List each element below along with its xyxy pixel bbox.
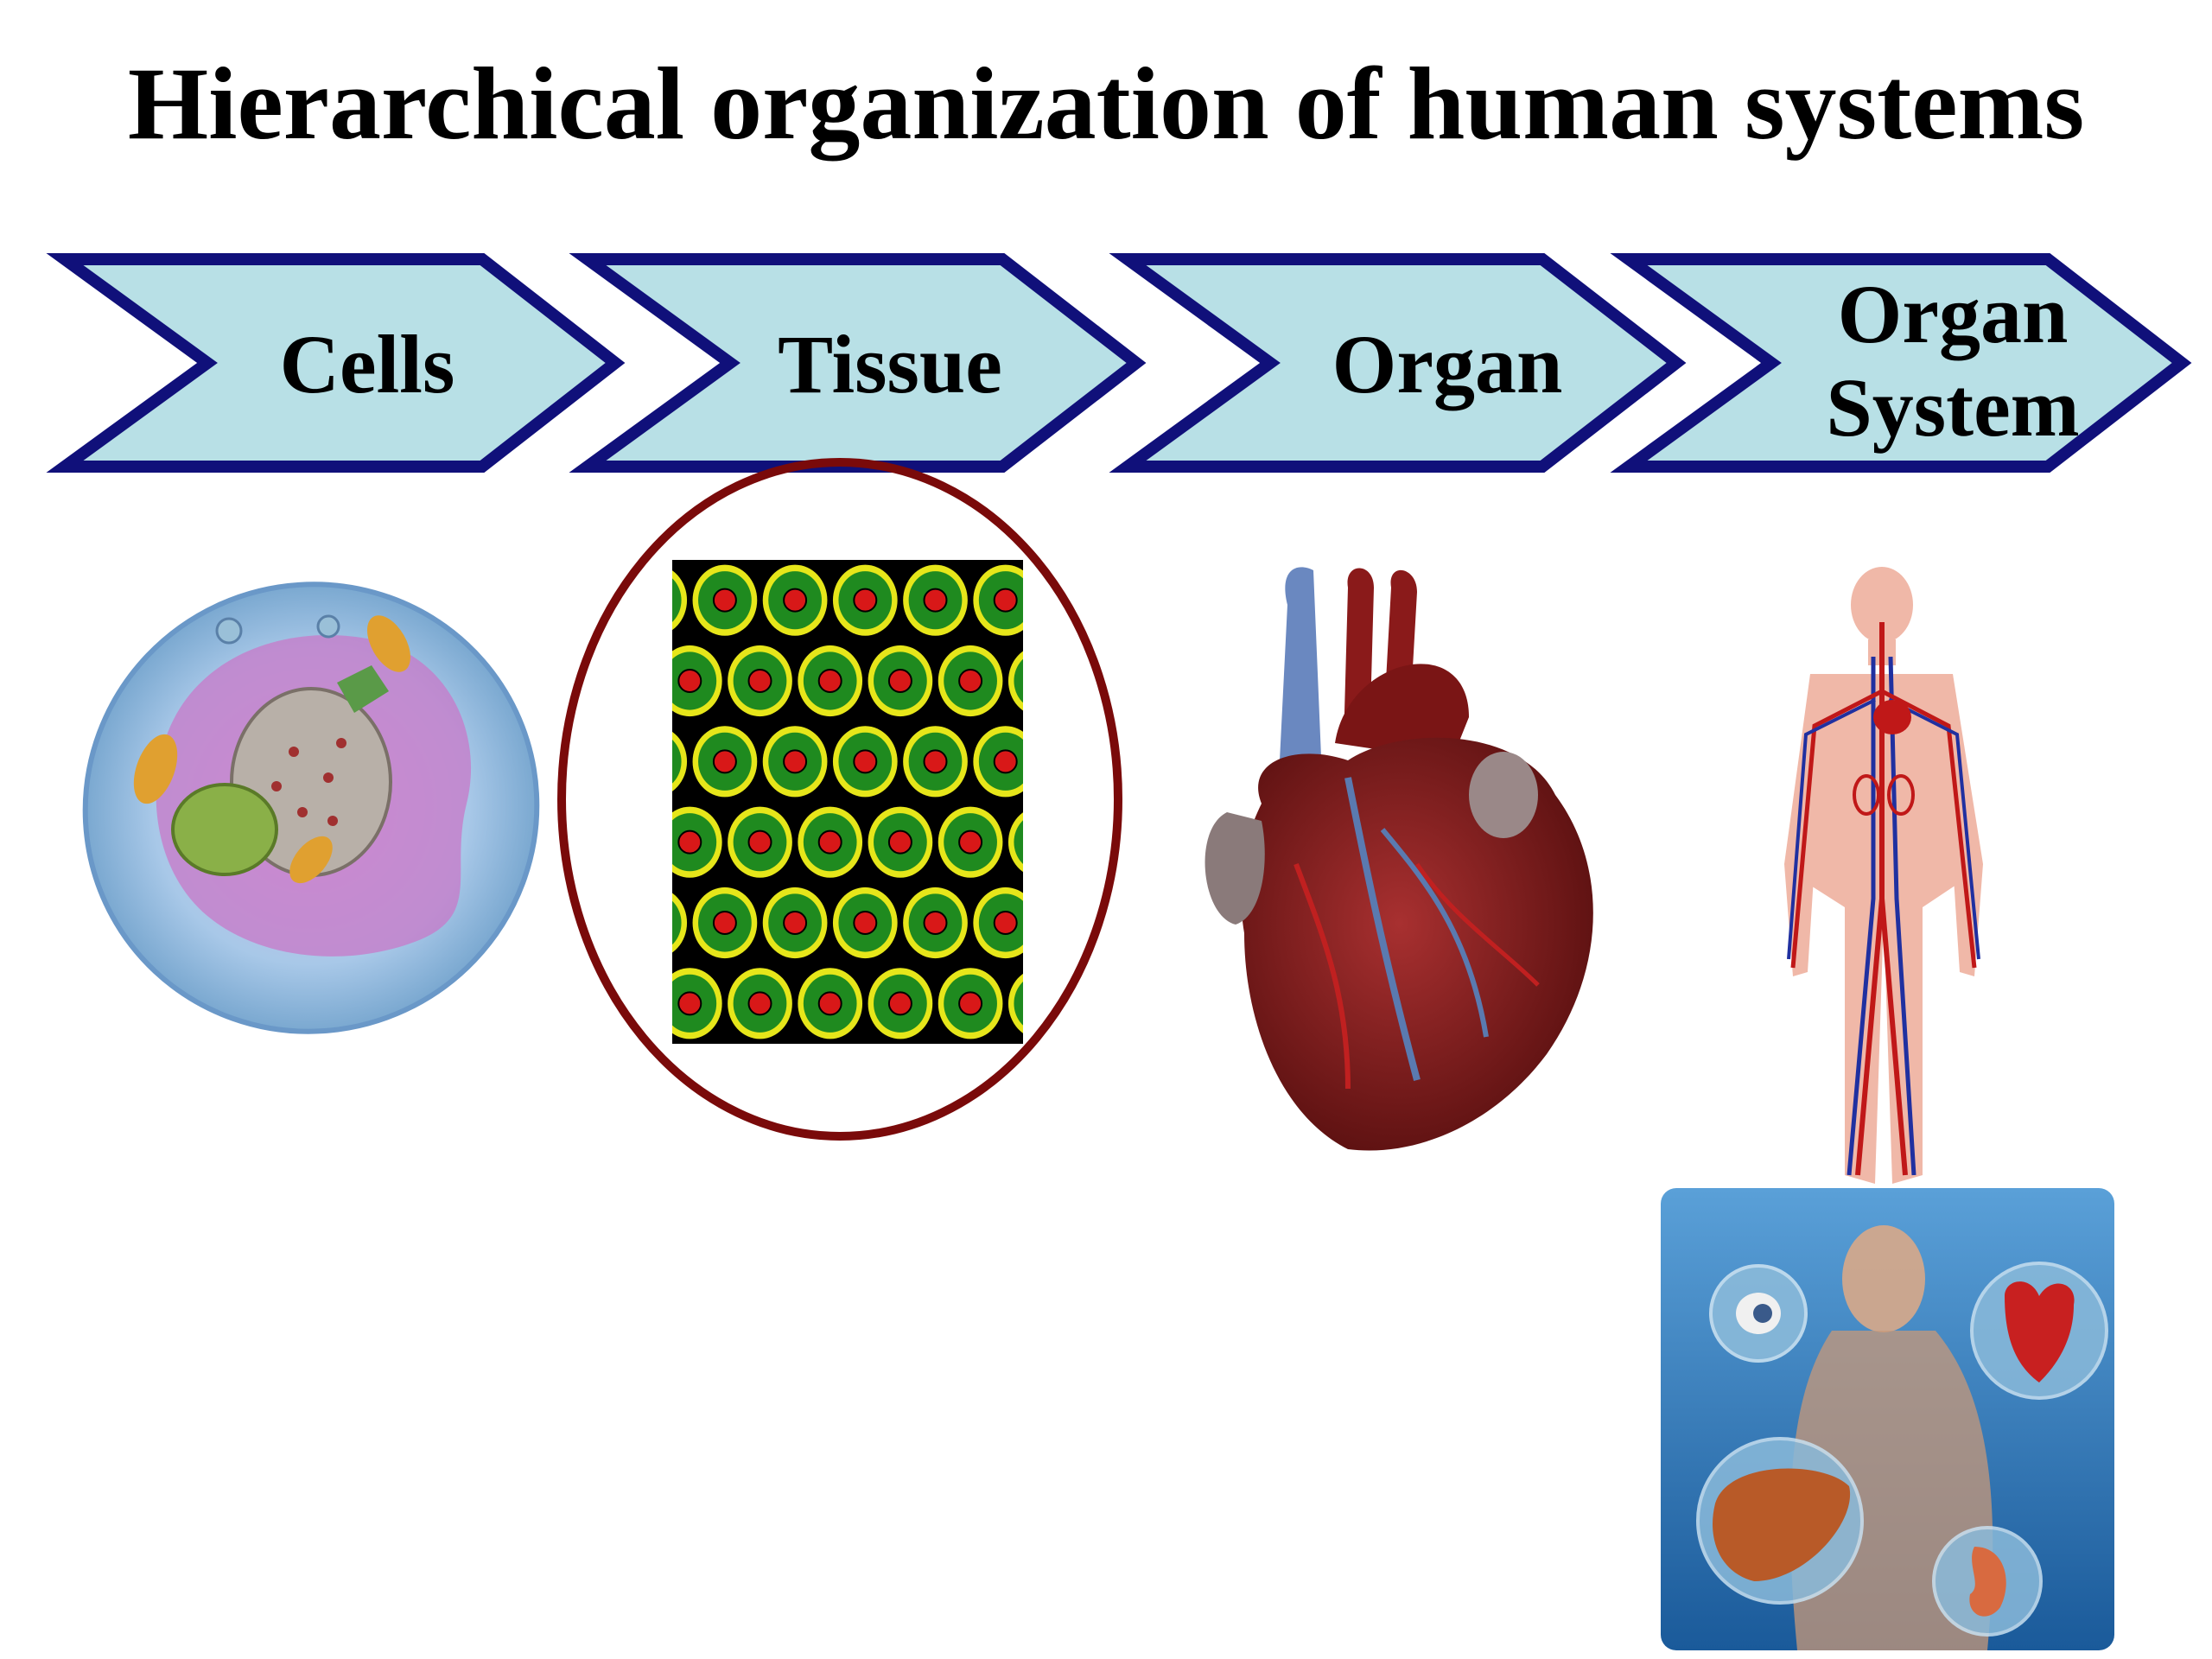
tissue-cell-nucleus (923, 588, 948, 613)
tissue-cell-nucleus (817, 830, 842, 855)
tissue-cell-nucleus (747, 830, 772, 855)
tissue-cell-nucleus (712, 749, 737, 774)
tissue-cell-nucleus (747, 991, 772, 1016)
step-label-tissue: Tissue (778, 318, 1002, 410)
tissue-cell-nucleus (644, 750, 666, 772)
tissue-cell-nucleus (712, 588, 737, 613)
cell-illustration (82, 582, 540, 1034)
arrow-organ (1109, 253, 1687, 473)
tissue-cell-nucleus (1029, 670, 1052, 692)
tissue-cell-nucleus (644, 589, 666, 612)
tissue-cell-nucleus (783, 911, 808, 935)
step-label-organ: Organ (1332, 318, 1563, 410)
step-label-organ-system: Organ System (1826, 268, 2080, 454)
tissue-cell-nucleus (677, 991, 702, 1016)
tissue-cell-body (672, 900, 682, 945)
tissue-cell-nucleus (958, 669, 983, 693)
tissue-cell-nucleus (923, 911, 948, 935)
tissue-cell-nucleus (817, 991, 842, 1016)
tissue-cell-nucleus (887, 669, 912, 693)
tissue-cell-nucleus (747, 669, 772, 693)
tissue-cell-nucleus (1029, 831, 1052, 854)
tissue-cell-nucleus (993, 588, 1018, 613)
tissue-cell-body (1014, 658, 1023, 703)
tissue-cell-nucleus (958, 830, 983, 855)
tissue-cell-nucleus (887, 991, 912, 1016)
tissue-cell-nucleus (887, 830, 912, 855)
tissue-cell-body (672, 740, 682, 784)
tissue-cell-body (1014, 820, 1023, 864)
tissue-cell-nucleus (712, 911, 737, 935)
tissue-cell-nucleus (677, 669, 702, 693)
tissue-cell-nucleus (783, 749, 808, 774)
tissue-cell-nucleus (958, 991, 983, 1016)
tissue-cell-nucleus (993, 911, 1018, 935)
tissue-cell-nucleus (853, 749, 878, 774)
tissue-cell-nucleus (783, 588, 808, 613)
tissue-highlight-ring (557, 458, 1122, 1141)
tissue-cell-nucleus (1029, 992, 1052, 1014)
tissue-cell-nucleus (853, 588, 878, 613)
tissue-cell-nucleus (923, 749, 948, 774)
heart-illustration (1205, 567, 1593, 1151)
arrow-tissue (569, 253, 1147, 473)
tissue-cell-nucleus (993, 749, 1018, 774)
human-organs-illustration (1661, 1188, 2114, 1650)
tissue-illustration (644, 560, 1052, 1044)
step-label-cells: Cells (279, 318, 455, 410)
tissue-cell-nucleus (677, 830, 702, 855)
tissue-cell-body (672, 578, 682, 622)
tissue-cell-nucleus (817, 669, 842, 693)
page-title: Hierarchical organization of human syste… (127, 46, 2085, 161)
arrow-cells (46, 253, 626, 473)
arrow-organ-system (1610, 253, 2192, 473)
tissue-cell-nucleus (644, 912, 666, 934)
tissue-cell-body (1014, 982, 1023, 1026)
tissue-cell-nucleus (853, 911, 878, 935)
circulatory-system-illustration (1784, 567, 1983, 1184)
